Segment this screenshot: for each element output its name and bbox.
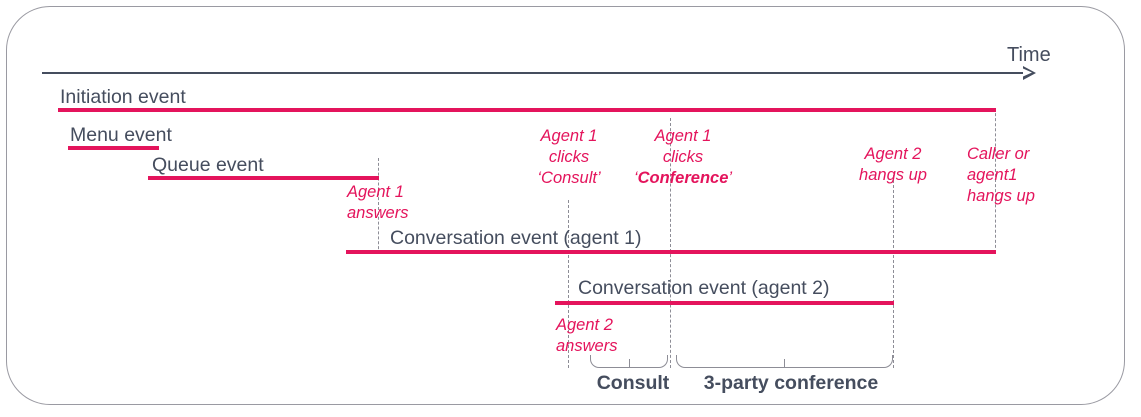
annotation-caller-hangsup-line3: hangs up bbox=[967, 186, 1035, 205]
annotation-agent2-answers-line2: answers bbox=[556, 336, 618, 355]
bar-label-queue-event: Queue event bbox=[152, 154, 264, 176]
annotation-agent2-hangsup-line2: hangs up bbox=[859, 165, 927, 184]
guide-line-agent1-answers bbox=[378, 158, 379, 254]
bar-initiation-event bbox=[58, 108, 996, 112]
annotation-agent2-hangsup-line1: Agent 2 bbox=[864, 145, 922, 163]
annotation-agent1-answers: Agent 1 answers bbox=[347, 182, 408, 224]
phase-label-consult: Consult bbox=[596, 372, 670, 394]
bar-label-menu-event: Menu event bbox=[70, 124, 172, 146]
annotation-caller-hangsup-line2: agent1 bbox=[967, 165, 1018, 184]
bar-queue-event bbox=[148, 176, 379, 180]
bar-label-conversation-event-agent1: Conversation event (agent 1) bbox=[390, 227, 642, 249]
annotation-agent2-answers-line1: Agent 2 bbox=[556, 316, 613, 334]
card-frame bbox=[6, 6, 1125, 405]
bar-menu-event bbox=[68, 146, 159, 150]
brace-3-party-conference-tick bbox=[784, 359, 785, 368]
guide-line-agent2-hangsup bbox=[893, 175, 894, 368]
bar-conversation-event-agent2 bbox=[555, 301, 894, 305]
annotation-consult-line3: ‘Consult’ bbox=[537, 168, 601, 187]
guide-line-caller-hangsup bbox=[995, 108, 996, 253]
annotation-agent1-clicks-conference: Agent 1 clicks ‘Conference’ bbox=[634, 126, 732, 188]
annotation-conference-quote-close: ’ bbox=[728, 168, 733, 187]
annotation-consult-line2: clicks bbox=[548, 147, 590, 166]
annotation-conference-word: Conference bbox=[637, 168, 729, 187]
guide-line-conference-click bbox=[670, 118, 671, 368]
annotation-conference-quote-open: ‘ bbox=[633, 168, 638, 187]
bar-label-initiation-event: Initiation event bbox=[60, 86, 186, 108]
annotation-consult-line1: Agent 1 bbox=[540, 127, 598, 145]
brace-consult-tick bbox=[629, 359, 630, 368]
annotation-caller-hangsup-line1: Caller or bbox=[967, 145, 1030, 163]
guide-line-consult-click bbox=[568, 200, 569, 368]
phase-label-3-party-conference: 3-party conference bbox=[703, 372, 879, 394]
annotation-agent2-answers: Agent 2 answers bbox=[556, 315, 617, 357]
annotation-conference-line1: Agent 1 bbox=[654, 127, 712, 145]
annotation-agent1-answers-line2: answers bbox=[347, 203, 409, 222]
bar-label-conversation-event-agent2: Conversation event (agent 2) bbox=[578, 277, 830, 299]
annotation-agent1-clicks-consult: Agent 1 clicks ‘Consult’ bbox=[537, 126, 600, 188]
annotation-conference-line3: ‘Conference’ bbox=[634, 168, 732, 189]
annotation-caller-or-agent1-hangs-up: Caller or agent1 hangs up bbox=[967, 144, 1035, 206]
time-axis-line bbox=[42, 72, 1025, 75]
annotation-conference-line2: clicks bbox=[662, 147, 704, 166]
time-axis-arrow-icon bbox=[1023, 66, 1036, 80]
bar-conversation-event-agent1 bbox=[346, 250, 996, 254]
annotation-agent2-hangs-up: Agent 2 hangs up bbox=[859, 144, 927, 186]
annotation-agent1-answers-line1: Agent 1 bbox=[347, 183, 404, 201]
time-axis-label: Time bbox=[1007, 44, 1051, 66]
